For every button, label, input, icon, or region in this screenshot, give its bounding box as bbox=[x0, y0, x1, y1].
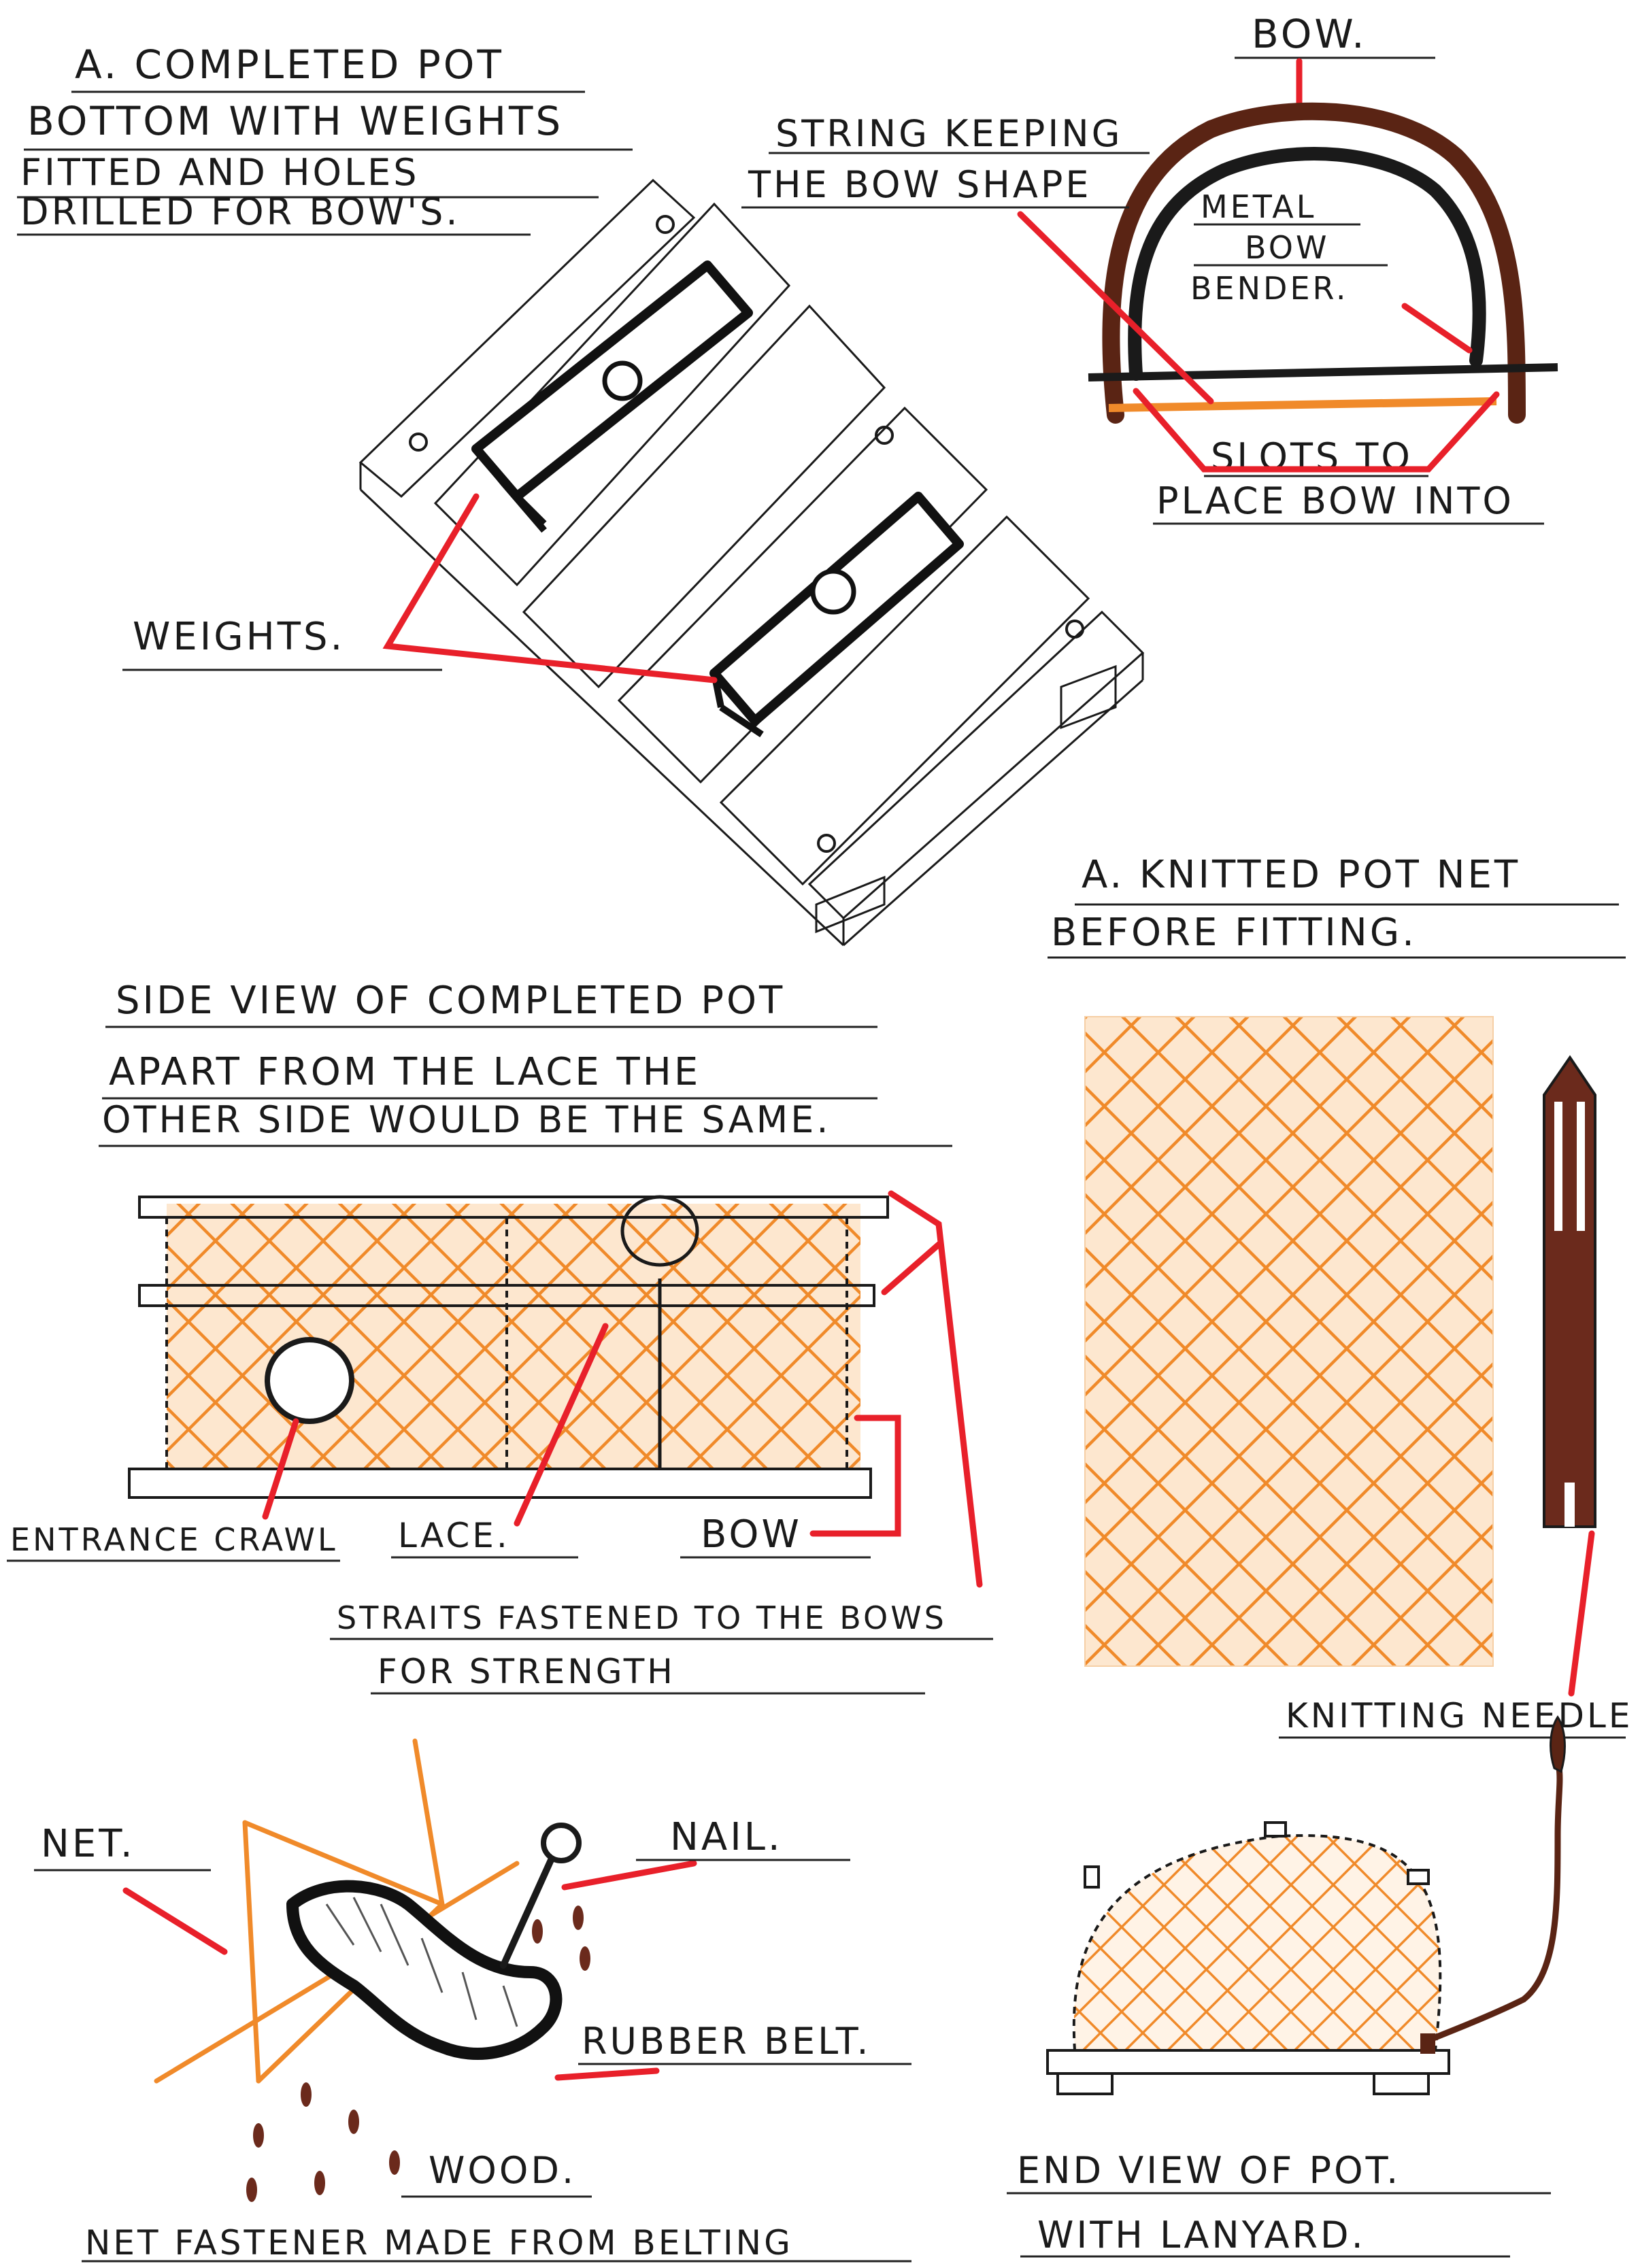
knitting-needle bbox=[1543, 1055, 1596, 1528]
nail-label: NAIL. bbox=[670, 1815, 783, 1859]
net-title-1: A. KNITTED POT NET bbox=[1082, 853, 1520, 897]
slots-pointer bbox=[1133, 388, 1500, 473]
side-rails bbox=[128, 1196, 889, 1499]
straits-label-1: STRAITS FASTENED TO THE BOWS bbox=[337, 1600, 947, 1636]
bender-label-1: METAL bbox=[1201, 188, 1316, 225]
bow-pointer bbox=[809, 1415, 901, 1537]
string-label-2: THE BOW SHAPE bbox=[748, 163, 1092, 206]
title-line-3: FITTED AND HOLES bbox=[20, 151, 420, 194]
slots-label-2: PLACE BOW INTO bbox=[1156, 479, 1514, 522]
straits-pointer-2 bbox=[881, 1241, 942, 1296]
end-view-clip-top bbox=[1264, 1821, 1287, 1838]
belt-label: RUBBER BELT. bbox=[582, 2020, 871, 2063]
end-caption-1: END VIEW OF POT. bbox=[1017, 2149, 1401, 2192]
end-view-net-dome bbox=[1072, 1834, 1442, 2052]
end-view-clip-left bbox=[1084, 1865, 1100, 1889]
bow-base-line bbox=[1088, 363, 1558, 382]
lanyard-end bbox=[1550, 1715, 1566, 1774]
side-title-2: APART FROM THE LACE THE bbox=[109, 1050, 701, 1094]
rubber-belt bbox=[286, 1880, 563, 2060]
straits-label-2: FOR STRENGTH bbox=[378, 1652, 675, 1691]
net-title-2: BEFORE FITTING. bbox=[1051, 911, 1417, 955]
knitted-net-section: A. KNITTED POT NET BEFORE FITTING. KNITT… bbox=[1048, 853, 1633, 1739]
lace-loop bbox=[620, 1195, 699, 1267]
end-view-clip-right bbox=[1407, 1869, 1430, 1885]
knitted-net-panel bbox=[1084, 1016, 1494, 1667]
weight-block-2 bbox=[709, 492, 964, 738]
side-view-section: SIDE VIEW OF COMPLETED POT APART FROM TH… bbox=[7, 979, 993, 1695]
string-pointer bbox=[1017, 211, 1214, 405]
straits-pointer-1 bbox=[888, 1190, 983, 1588]
net-fastener-section: NET. NAIL. RUBBER BELT. WOOD. NET FASTEN… bbox=[34, 1738, 911, 2263]
end-view-foot-right bbox=[1373, 2072, 1430, 2095]
nail-head bbox=[541, 1823, 582, 1863]
string-label-1: STRING KEEPING bbox=[775, 112, 1123, 155]
side-net-body bbox=[167, 1204, 860, 1469]
end-view-section: END VIEW OF POT. WITH LANYARD. bbox=[1007, 1715, 1566, 2258]
entrance-pointer bbox=[262, 1418, 299, 1520]
fastener-caption: NET FASTENER MADE FROM BELTING bbox=[85, 2223, 793, 2263]
weights-label: WEIGHTS. bbox=[133, 615, 345, 659]
lace-pointer bbox=[514, 1323, 609, 1527]
bow-detail: BOW. STRING KEEPING THE BOW SHAPE METAL … bbox=[741, 11, 1558, 525]
end-caption-2: WITH LANYARD. bbox=[1037, 2214, 1366, 2256]
nail-shaft bbox=[500, 1857, 554, 1969]
bow-top-label: BOW. bbox=[1252, 11, 1367, 57]
weight-block-1 bbox=[471, 260, 753, 533]
title-line-1: A. COMPLETED POT bbox=[75, 41, 504, 88]
nail-pointer bbox=[561, 1860, 697, 1891]
bender-label-3: BENDER. bbox=[1190, 270, 1348, 307]
side-title-3: OTHER SIDE WOULD BE THE SAME. bbox=[102, 1098, 831, 1141]
pot-bottom-slats bbox=[358, 178, 1145, 947]
rubber-belt-texture bbox=[325, 1897, 518, 2027]
wood-grain-marks bbox=[246, 1906, 590, 2202]
side-bow-label: BOW bbox=[701, 1512, 802, 1557]
fastener-net-label: NET. bbox=[41, 1822, 135, 1866]
lanyard-cord bbox=[1425, 1765, 1563, 2044]
bow-brown bbox=[1102, 102, 1526, 424]
belt-pointer bbox=[554, 2067, 660, 2081]
end-view-foot-left bbox=[1056, 2072, 1114, 2095]
weights-pointer bbox=[382, 493, 718, 683]
needle-pointer bbox=[1568, 1530, 1595, 1697]
side-title-1: SIDE VIEW OF COMPLETED POT bbox=[116, 979, 785, 1023]
net-pointer bbox=[122, 1887, 228, 1955]
bender-pointer bbox=[1401, 303, 1473, 354]
lace-label: LACE. bbox=[398, 1516, 510, 1555]
entrance-label: ENTRANCE CRAWL bbox=[10, 1521, 338, 1558]
needle-label: KNITTING NEEDLE bbox=[1286, 1696, 1633, 1736]
bender-label-2: BOW bbox=[1245, 229, 1329, 266]
lanyard-knot bbox=[1420, 2033, 1435, 2054]
pot-bottom-drawing: WEIGHTS. bbox=[122, 178, 1145, 947]
entrance-crawl-ring bbox=[265, 1337, 354, 1424]
title-line-4: DRILLED FOR BOW'S. bbox=[20, 190, 461, 233]
metal-bow-bender bbox=[1128, 147, 1486, 381]
title-block: A. COMPLETED POT BOTTOM WITH WEIGHTS FIT… bbox=[17, 41, 633, 236]
end-view-base bbox=[1046, 2049, 1450, 2075]
bow-slot-line bbox=[1108, 397, 1497, 412]
title-line-2: BOTTOM WITH WEIGHTS bbox=[27, 98, 563, 144]
wood-label: WOOD. bbox=[429, 2149, 576, 2192]
bow-holes bbox=[409, 215, 1084, 853]
